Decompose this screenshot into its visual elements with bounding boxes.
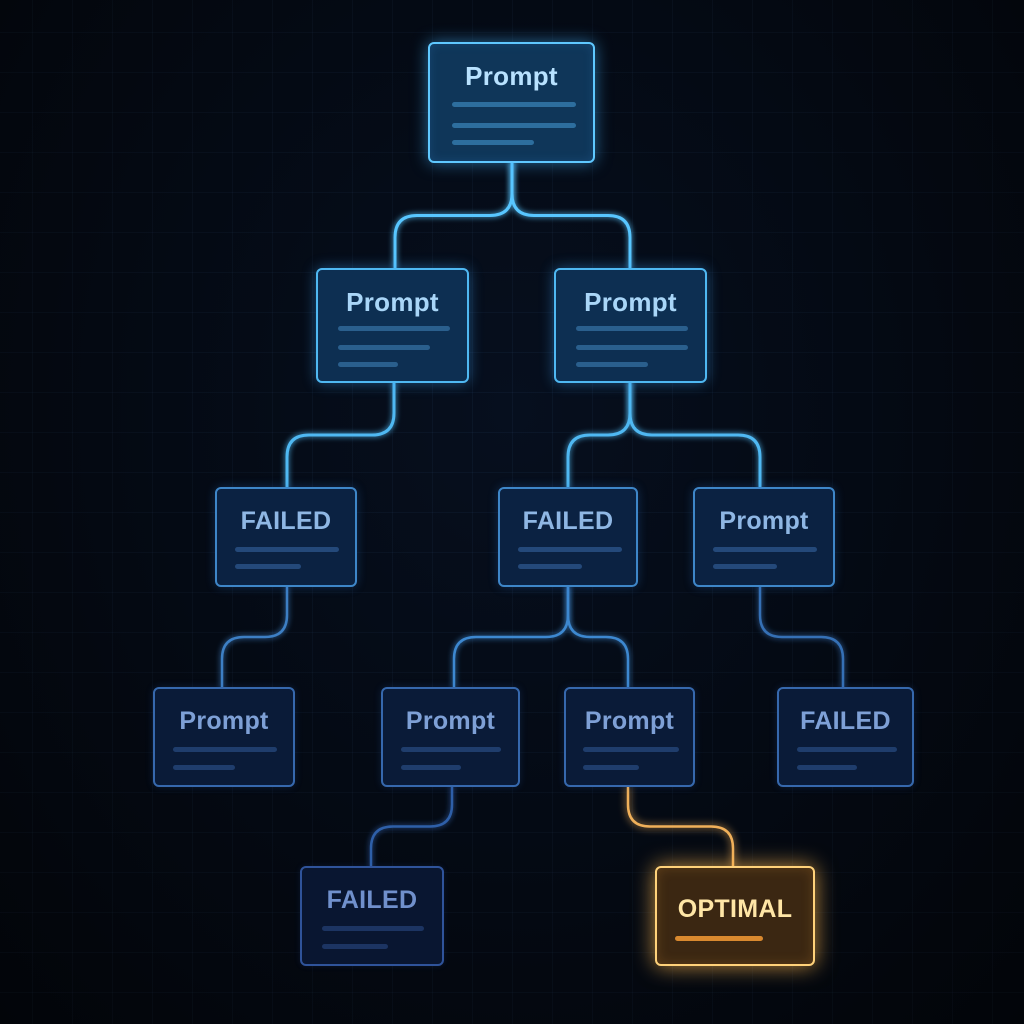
node-text-line [235,564,301,569]
node-text-line [338,345,430,350]
connector-line [566,381,632,489]
node-text-line [576,362,648,367]
prompt-node-root[interactable]: Prompt [428,42,595,163]
node-text-line [173,765,235,770]
node-label: Prompt [584,287,677,317]
node-text-line [322,944,388,949]
failed-node[interactable]: FAILED [498,487,638,587]
connector-line [393,161,514,270]
node-text-line [401,765,461,770]
node-label: Prompt [584,707,675,735]
prompt-node[interactable]: Prompt [153,687,295,787]
connector-line [369,785,454,868]
node-label: Prompt [405,707,496,735]
node-text-line [518,547,622,552]
prompt-node-right[interactable]: Prompt [554,268,707,383]
connector-line [285,381,396,489]
optimal-node[interactable]: OPTIMAL [655,866,815,966]
node-text-line [452,140,534,145]
node-text-line [713,547,817,552]
node-text-line [713,564,777,569]
connector-line [510,161,632,270]
node-label: FAILED [240,507,332,535]
node-text-line [235,547,339,552]
node-label: OPTIMAL [677,895,793,923]
node-text-line [583,747,679,752]
node-text-line [452,102,576,107]
node-text-line [576,326,688,331]
node-label: FAILED [326,886,418,914]
node-text-line [797,747,897,752]
node-label: FAILED [522,507,614,535]
node-label: Prompt [346,287,439,317]
node-text-line [675,936,763,941]
failed-node[interactable]: FAILED [777,687,914,787]
node-text-line [576,345,688,350]
connector-line [452,585,570,689]
node-text-line [452,123,576,128]
failed-node[interactable]: FAILED [215,487,357,587]
prompt-node[interactable]: Prompt [381,687,520,787]
connector-line [566,585,630,689]
node-text-line [401,747,501,752]
node-text-line [518,564,582,569]
prompt-node[interactable]: Prompt [693,487,835,587]
node-text-line [338,326,450,331]
optimal-connector-line [626,785,735,868]
failed-node[interactable]: FAILED [300,866,444,966]
node-text-line [322,926,424,931]
node-text-line [797,765,857,770]
node-text-line [173,747,277,752]
connector-line [220,585,289,689]
connector-line [628,381,762,489]
prompt-node[interactable]: Prompt [564,687,695,787]
node-label: Prompt [719,507,809,535]
node-text-line [338,362,398,367]
connector-line [758,585,845,689]
node-label: FAILED [800,707,891,735]
prompt-node-left[interactable]: Prompt [316,268,469,383]
node-label: Prompt [465,61,558,91]
node-text-line [583,765,639,770]
node-label: Prompt [179,707,269,735]
